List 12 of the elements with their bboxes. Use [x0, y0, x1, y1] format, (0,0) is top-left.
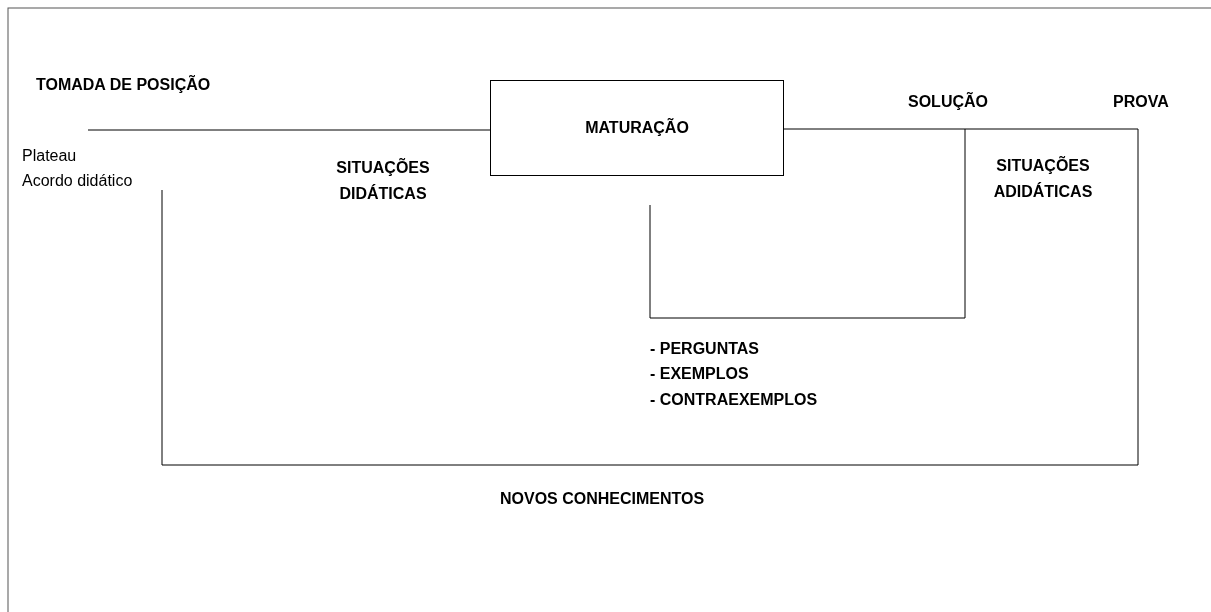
side-note: Plateau	[22, 146, 77, 166]
stage-label: SOLUÇÃO	[908, 91, 988, 112]
list-item: - PERGUNTAS	[650, 339, 760, 359]
list-item: - EXEMPLOS	[650, 364, 749, 384]
stage-label: PROVA	[1113, 92, 1169, 112]
phase-label: SITUAÇÕES ADIDÁTICAS	[992, 155, 1094, 202]
process-box: MATURAÇÃO	[490, 80, 784, 176]
list-item: - CONTRAEXEMPLOS	[650, 390, 818, 410]
stage-label: TOMADA DE POSIÇÃO	[36, 74, 211, 95]
result-label: NOVOS CONHECIMENTOS	[500, 489, 705, 509]
phase-label: SITUAÇÕES DIDÁTICAS	[335, 157, 431, 204]
side-note: Acordo didático	[22, 171, 133, 191]
